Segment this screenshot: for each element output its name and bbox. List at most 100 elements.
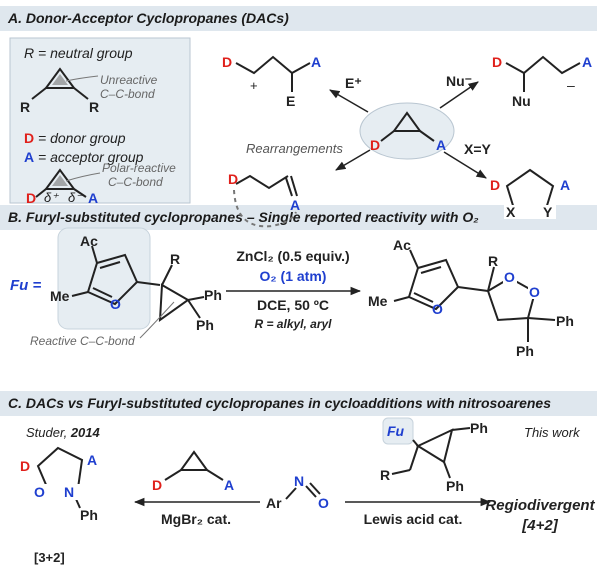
- polar-pointer: [65, 172, 101, 182]
- polar-label-2: C–C-bond: [108, 175, 163, 189]
- isoxazolidine-donor: D: [20, 458, 30, 474]
- section-a-header: A. Donor-Acceptor Cyclopropanes (DACs): [0, 6, 597, 31]
- dioxolane-ring: [486, 266, 556, 342]
- xy-reagent: X=Y: [464, 141, 492, 157]
- reactive-bond-label: Reactive C–C-bond: [30, 334, 135, 348]
- r-definition: R = neutral group: [24, 45, 133, 61]
- nu-product-minus: –: [567, 77, 575, 93]
- section-c-ph1: Ph: [470, 420, 488, 436]
- rearr-product-chain: [235, 174, 289, 190]
- furan-right: [393, 249, 489, 311]
- isoxazolidine-o: O: [34, 484, 45, 500]
- arrow-electrophile: [329, 89, 369, 113]
- nucleophile-reagent: Nu⁻: [446, 73, 472, 89]
- xy-product-donor: D: [490, 177, 500, 193]
- section-c-furyl-cyclopropane: [391, 427, 471, 479]
- section-c-r: R: [380, 467, 390, 483]
- delta-plus: δ⁺: [44, 190, 59, 205]
- polar-bond-wedge: [52, 175, 68, 186]
- dioxolane-o-bg-1: [503, 270, 517, 284]
- nu-product-nu: Nu: [512, 93, 531, 109]
- xy-product-acceptor: A: [560, 177, 570, 193]
- section-b-header: B. Furyl-substituted cyclopropanes – Sin…: [0, 205, 597, 230]
- nu-product-acceptor: A: [582, 54, 592, 70]
- rearr-product-donor: D: [228, 171, 238, 187]
- unreactive-pointer: [65, 75, 99, 82]
- regiodivergent-label: Regiodivergent: [485, 497, 595, 514]
- nitroso-ar: Ar: [266, 495, 282, 511]
- fu-label: Fu =: [10, 277, 41, 294]
- isoxazolidine-label-bg: [30, 484, 82, 500]
- section-c-title: C. DACs vs Furyl-substituted cyclopropan…: [8, 395, 551, 411]
- furan-right-me: Me: [368, 293, 388, 309]
- neutral-cyclopropane: [31, 67, 89, 100]
- section-c-fu: Fu: [387, 423, 405, 439]
- section-c-header: C. DACs vs Furyl-substituted cyclopropan…: [0, 391, 597, 416]
- polar-cyclopropane: [35, 168, 87, 198]
- unreactive-label-1: Unreactive: [100, 73, 158, 87]
- rearr-product-acceptor: A: [290, 197, 300, 213]
- e-product-chain: [235, 55, 311, 75]
- studer-citation: Studer, 2014: [26, 425, 101, 440]
- fu-box: [382, 417, 414, 445]
- electrophile-reagent: E⁺: [345, 75, 362, 91]
- section-c-ph2: Ph: [446, 478, 464, 494]
- arrow-cycloaddition: [443, 151, 487, 179]
- xy-product-x: X: [506, 204, 516, 220]
- unreactive-label-2: C–C-bond: [100, 87, 155, 101]
- xy-product-label-bg: [504, 205, 556, 219]
- section-c-dac-donor: D: [152, 477, 162, 493]
- condition-solvent: DCE, 50 ºC: [257, 297, 329, 313]
- donor-definition: D = donor group: [24, 130, 126, 146]
- polar-label-1: Polar-reactive: [102, 161, 176, 175]
- xy-product-y: Y: [543, 204, 553, 220]
- arrow-rearrangement: [335, 149, 371, 171]
- dioxolane-ph2: Ph: [516, 343, 534, 359]
- neutral-r-right: R: [89, 99, 99, 115]
- dioxolane-o-bg-2: [528, 285, 542, 299]
- this-work-label: This work: [524, 425, 581, 440]
- section-c-dac-acceptor: A: [224, 477, 234, 493]
- rearr-product-dashed: [233, 189, 297, 228]
- section-c-dac: [164, 450, 224, 481]
- condition-r: R = alkyl, aryl: [254, 317, 332, 331]
- furyl-box: [57, 227, 151, 330]
- furan-right-o: O: [432, 301, 443, 317]
- section-a-title: A. Donor-Acceptor Cyclopropanes (DACs): [8, 10, 289, 26]
- furan-right-ac: Ac: [393, 237, 411, 253]
- cyclopropane-left-ph1: Ph: [204, 287, 222, 303]
- mgbr-catalyst: MgBr₂ cat.: [161, 511, 231, 527]
- rearrangements-label: Rearrangements: [246, 141, 343, 156]
- polar-donor: D: [26, 190, 36, 206]
- furan-left-o: O: [110, 296, 121, 312]
- neutral-r-left: R: [20, 99, 30, 115]
- isoxazolidine-ring-label: [3+2]: [34, 550, 65, 565]
- isoxazolidine-ph: Ph: [80, 507, 98, 523]
- delta-minus: δ⁻: [68, 190, 83, 205]
- condition-oxygen: O₂ (1 atm): [260, 268, 327, 284]
- cyclopropane-left-ph2: Ph: [196, 317, 214, 333]
- isoxazolidine-acceptor: A: [87, 452, 97, 468]
- nitroso-bond-1: [285, 487, 297, 500]
- cyclopropane-left: [158, 264, 205, 323]
- polar-acceptor: A: [88, 190, 98, 206]
- furan-left: [71, 245, 161, 306]
- nu-product-chain: [505, 55, 581, 75]
- nitroso-double-2: [309, 482, 321, 495]
- nitroso-o: O: [318, 495, 329, 511]
- e-product-e: E: [286, 93, 295, 109]
- isoxazolidine-n: N: [64, 484, 74, 500]
- dioxolane-o1: O: [504, 269, 515, 285]
- section-b-title: B. Furyl-substituted cyclopropanes – Sin…: [8, 209, 479, 225]
- acceptor-definition: A = acceptor group: [24, 149, 144, 165]
- furan-left-me: Me: [50, 288, 70, 304]
- nitroso-double-1: [305, 485, 317, 498]
- e-product-donor: D: [222, 54, 232, 70]
- rearr-product-double-2: [285, 177, 293, 197]
- e-product-plus: +: [250, 78, 258, 93]
- definition-box: [9, 37, 191, 204]
- dioxolane-o2: O: [529, 284, 540, 300]
- arrow-nucleophile: [439, 81, 479, 109]
- central-dac: [380, 111, 435, 142]
- neutral-bond-wedge: [52, 74, 68, 85]
